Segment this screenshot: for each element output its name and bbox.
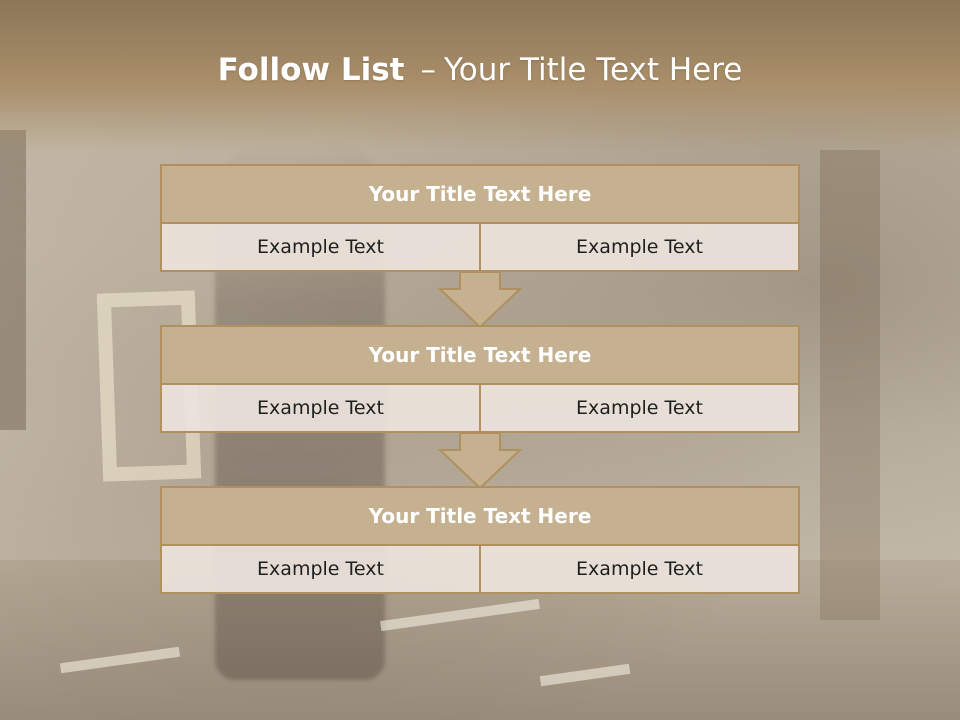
- block-cell-left[interactable]: Example Text: [162, 385, 479, 431]
- block-cell-right[interactable]: Example Text: [479, 224, 798, 270]
- block-cell-right[interactable]: Example Text: [479, 546, 798, 592]
- block-title[interactable]: Your Title Text Here: [162, 327, 798, 385]
- down-arrow-icon: [438, 432, 522, 490]
- block-cell-right[interactable]: Example Text: [479, 385, 798, 431]
- down-arrow-icon: [438, 271, 522, 329]
- block-row: Example Text Example Text: [162, 224, 798, 270]
- list-block-2[interactable]: Your Title Text Here Example Text Exampl…: [160, 325, 800, 433]
- header-band: [0, 0, 960, 150]
- block-row: Example Text Example Text: [162, 385, 798, 431]
- title-rest-text: Your Title Text Here: [443, 52, 743, 88]
- title-dash: –: [420, 52, 436, 88]
- title-bold-text: Follow List: [217, 52, 405, 88]
- list-block-1[interactable]: Your Title Text Here Example Text Exampl…: [160, 164, 800, 272]
- block-cell-left[interactable]: Example Text: [162, 224, 479, 270]
- list-block-3[interactable]: Your Title Text Here Example Text Exampl…: [160, 486, 800, 594]
- block-title[interactable]: Your Title Text Here: [162, 488, 798, 546]
- block-row: Example Text Example Text: [162, 546, 798, 592]
- background-post: [820, 150, 880, 620]
- block-title[interactable]: Your Title Text Here: [162, 166, 798, 224]
- slide-title[interactable]: Follow List–Your Title Text Here: [0, 52, 960, 88]
- block-cell-left[interactable]: Example Text: [162, 546, 479, 592]
- background-beam: [0, 130, 26, 430]
